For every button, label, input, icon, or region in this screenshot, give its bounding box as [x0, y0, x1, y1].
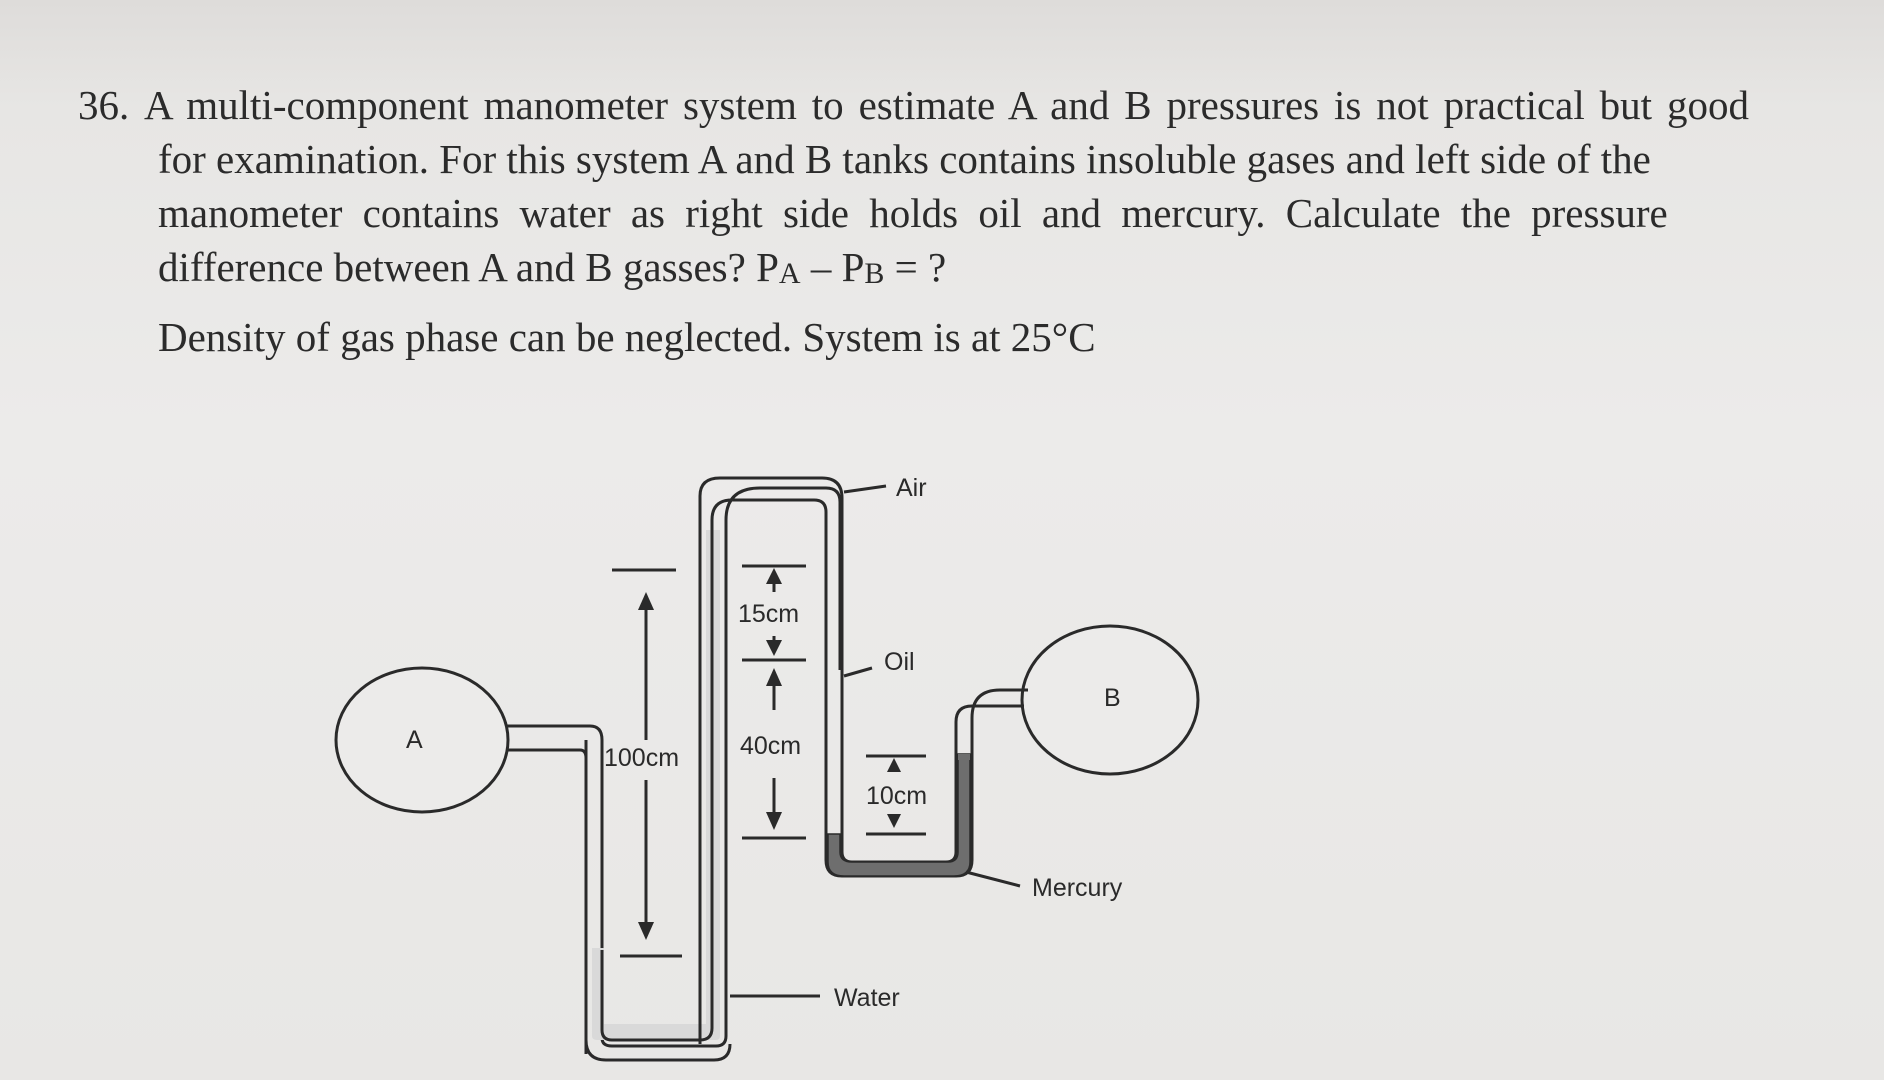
water-tube-inner: [506, 748, 588, 1054]
label-dim-10: 10cm: [866, 782, 927, 810]
question-line-2: for examination. For this system A and B…: [158, 136, 1651, 182]
subscript-a: A: [778, 257, 801, 290]
oil-leader: [843, 666, 873, 678]
water-column: [592, 530, 720, 1040]
question-line-4: difference between A and B gasses? PA – …: [78, 240, 1778, 301]
label-dim-100: 100cm: [604, 744, 679, 772]
mercury-leader: [965, 870, 1021, 888]
question-number: 36.: [78, 82, 130, 128]
dim-10-arrow-down: [887, 814, 901, 828]
label-dim-40: 40cm: [740, 732, 801, 760]
dim-40-arrow-up: [766, 668, 782, 686]
inner-u-tube: [600, 498, 828, 1042]
label-mercury: Mercury: [1032, 874, 1123, 902]
dim-100-arrow-down: [638, 922, 654, 940]
equals-question: = ?: [884, 244, 947, 290]
air-loop: [698, 476, 844, 1044]
density-note: Density of gas phase can be neglected. S…: [158, 314, 1096, 360]
label-air: Air: [896, 474, 927, 502]
dim-40-arrow-down: [766, 812, 782, 830]
right-tube-inner: [840, 660, 1024, 864]
outer-u-tube: [584, 740, 732, 1062]
dim-15-arrow-up: [766, 568, 782, 584]
right-tube-outer: [824, 660, 1028, 878]
water-tube-outer: [506, 486, 842, 1048]
minus-p: – P: [800, 244, 865, 290]
label-oil: Oil: [884, 648, 915, 676]
label-dim-15: 15cm: [738, 600, 799, 628]
oil-shading: [958, 754, 970, 760]
question-line-1-text: A multi-component manometer system to es…: [144, 82, 1749, 128]
tank-a: [334, 666, 510, 814]
label-tank-a: A: [406, 726, 423, 754]
label-water: Water: [834, 984, 900, 1012]
label-tank-b: B: [1104, 684, 1121, 712]
dim-10-arrow-up: [887, 758, 901, 772]
question-line-3: manometer contains water as right side h…: [158, 190, 1668, 236]
dim-15-arrow-down: [766, 640, 782, 656]
dim-100-arrow-up: [638, 592, 654, 610]
question-text: 36. A multi-component manometer system to…: [78, 78, 1778, 301]
question-line-4-text: difference between A and B gasses? P: [158, 244, 779, 290]
subscript-b: B: [864, 257, 885, 290]
question-line-1: 36. A multi-component manometer system to…: [78, 78, 1749, 132]
tank-b: [1020, 624, 1200, 776]
air-leader: [843, 484, 887, 494]
